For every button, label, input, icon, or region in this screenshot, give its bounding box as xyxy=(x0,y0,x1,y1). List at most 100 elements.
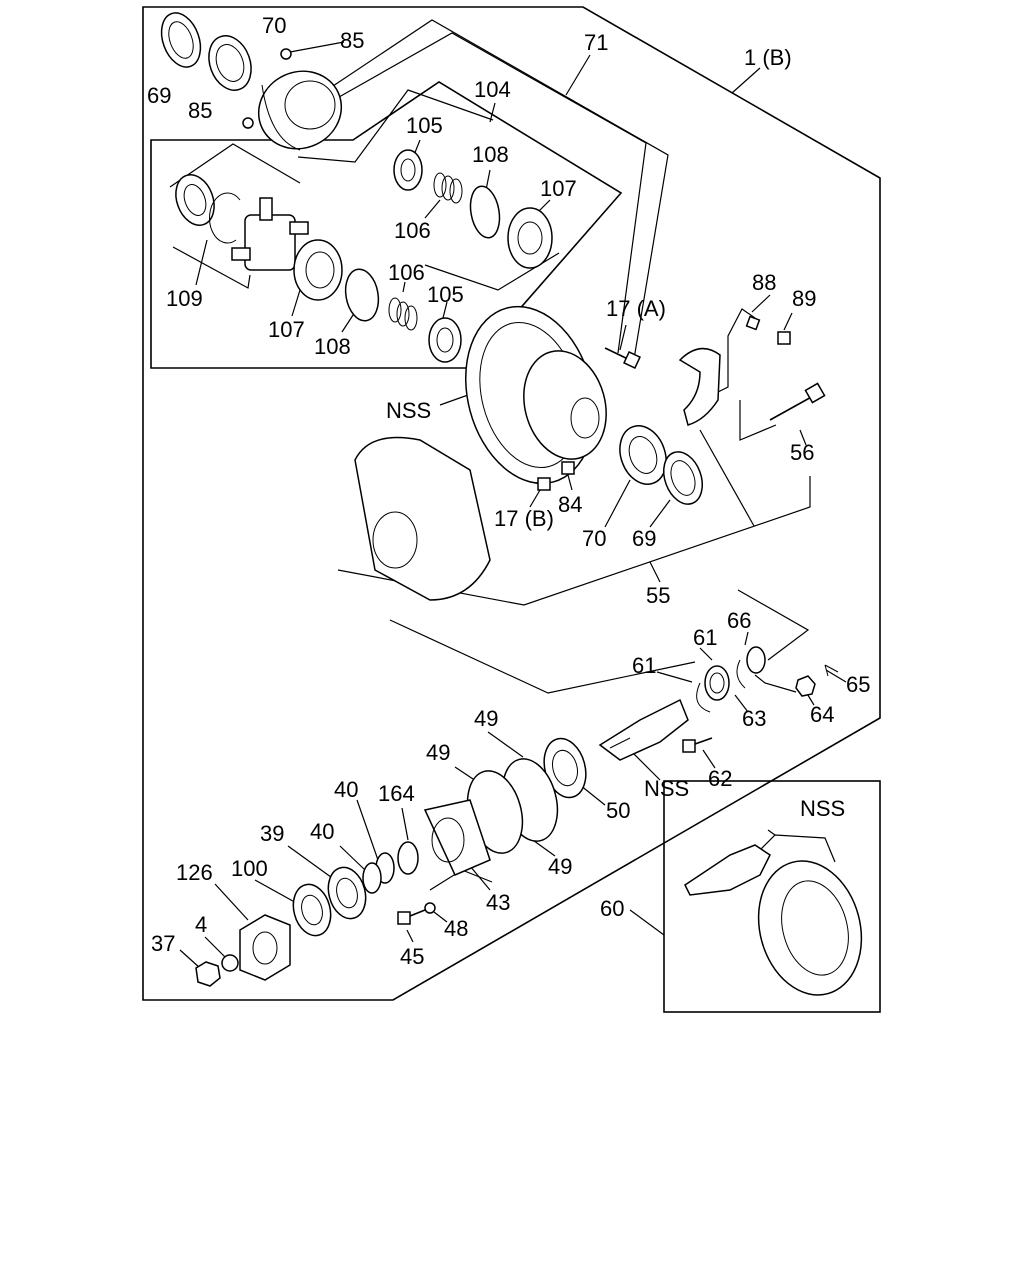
part-45-bolt xyxy=(397,909,426,925)
ring-pinion-set-frame xyxy=(663,780,881,1013)
label-49-mid: 49 xyxy=(426,740,450,765)
label-37: 37 xyxy=(151,931,175,956)
label-84: 84 xyxy=(558,492,582,517)
part-4-washer xyxy=(221,954,239,972)
label-85-upper: 85 xyxy=(340,28,364,53)
part-126-flange xyxy=(239,914,291,981)
label-61-upper: 61 xyxy=(693,625,717,650)
part-62-bolt xyxy=(682,737,713,753)
part-85-nut-b xyxy=(242,117,254,129)
label-48: 48 xyxy=(444,916,468,941)
part-106-spring-lower xyxy=(388,297,418,331)
label-49-top: 49 xyxy=(474,706,498,731)
part-109-bearing-kit xyxy=(175,174,241,244)
label-108-upper: 108 xyxy=(472,142,509,167)
label-45: 45 xyxy=(400,944,424,969)
label-88: 88 xyxy=(752,270,776,295)
part-40-shim-b xyxy=(362,862,382,894)
part-61-snap-ring-a xyxy=(696,682,711,713)
label-100: 100 xyxy=(231,856,268,881)
label-60: 60 xyxy=(600,896,624,921)
part-84-bolt xyxy=(561,461,575,475)
label-40-lower: 40 xyxy=(310,819,334,844)
part-39-bearing xyxy=(327,866,367,920)
part-107-clutch-gear-upper xyxy=(507,207,553,269)
label-107-lower: 107 xyxy=(268,317,305,342)
part-64-nut xyxy=(795,675,816,697)
part-65-cotter-pin xyxy=(824,664,839,677)
part-43-pinion-retainer xyxy=(423,799,491,876)
part-108-thrust-washer-upper xyxy=(469,185,501,239)
label-4: 4 xyxy=(195,912,207,937)
part-89-bolt xyxy=(777,331,791,345)
label-65: 65 xyxy=(846,672,870,697)
part-17b-bolt xyxy=(537,477,551,491)
label-63: 63 xyxy=(742,706,766,731)
label-40-upper: 40 xyxy=(334,777,358,802)
part-70-bearing-upper xyxy=(208,35,252,91)
label-17a: 17 (A) xyxy=(606,296,666,321)
part-108-thrust-washer-lower xyxy=(344,268,380,322)
label-106-lower: 106 xyxy=(388,260,425,285)
label-126: 126 xyxy=(176,860,213,885)
label-39: 39 xyxy=(260,821,284,846)
part-48-washer xyxy=(424,902,436,914)
carrier-housing xyxy=(354,436,491,601)
label-70-upper: 70 xyxy=(262,13,286,38)
drive-pinion xyxy=(598,698,689,761)
part-63-bearing xyxy=(704,665,730,701)
part-70-bearing-lower xyxy=(619,425,667,485)
label-71: 71 xyxy=(584,30,608,55)
part-106-spring-upper xyxy=(433,172,463,204)
label-61-lower: 61 xyxy=(632,653,656,678)
ring-gear-assembly xyxy=(464,305,607,485)
part-66-ring xyxy=(746,646,766,674)
label-66: 66 xyxy=(727,608,751,633)
label-69-lower: 69 xyxy=(632,526,656,551)
label-62: 62 xyxy=(708,766,732,791)
part-56-cap-bolt xyxy=(769,382,826,421)
part-88-lock-plate xyxy=(745,315,761,331)
label-109: 109 xyxy=(166,286,203,311)
label-nss-inset: NSS xyxy=(800,796,845,821)
label-108-lower: 108 xyxy=(314,334,351,359)
part-85-nut-a xyxy=(280,48,292,60)
bearing-cap xyxy=(678,347,721,426)
label-105-upper: 105 xyxy=(406,113,443,138)
part-69-oil-seal-upper xyxy=(160,12,202,68)
label-nss-pinion: NSS xyxy=(644,776,689,801)
spider-gear-kit-frame xyxy=(150,81,623,369)
label-17b: 17 (B) xyxy=(494,506,554,531)
part-61-snap-ring-b xyxy=(736,659,746,689)
label-nss-ring: NSS xyxy=(386,398,431,423)
label-107-upper: 107 xyxy=(540,176,577,201)
label-64: 64 xyxy=(810,702,834,727)
label-49-bottom: 49 xyxy=(548,854,572,879)
label-70-lower: 70 xyxy=(582,526,606,551)
label-56: 56 xyxy=(790,440,814,465)
part-105-side-gear-upper xyxy=(393,149,423,191)
leader-lines xyxy=(169,19,847,969)
part-50-bearing xyxy=(543,737,587,799)
label-69-upper: 69 xyxy=(147,83,171,108)
part-164-spacer xyxy=(397,841,419,875)
label-105-lower: 105 xyxy=(427,282,464,307)
main-assembly-frame xyxy=(142,6,881,1001)
part-69-oil-seal-lower xyxy=(662,451,704,505)
part-100-oil-seal xyxy=(292,883,332,937)
differential-case-upper xyxy=(257,70,343,151)
part-107-clutch-gear-lower xyxy=(293,239,343,301)
part-60-ring-pinion-set xyxy=(684,844,863,996)
spider-pinion-cross xyxy=(231,197,309,271)
label-1b: 1 (B) xyxy=(744,45,792,70)
label-85-lower: 85 xyxy=(188,98,212,123)
label-164: 164 xyxy=(378,781,415,806)
part-37-flange-nut xyxy=(195,961,221,987)
part-17a-bolt xyxy=(604,347,641,369)
part-105-side-gear-lower xyxy=(428,317,462,363)
callout-labels: 69 70 85 85 71 1 (B) 104 105 108 106 107… xyxy=(147,13,870,969)
label-106-upper: 106 xyxy=(394,218,431,243)
label-104: 104 xyxy=(474,77,511,102)
label-89: 89 xyxy=(792,286,816,311)
